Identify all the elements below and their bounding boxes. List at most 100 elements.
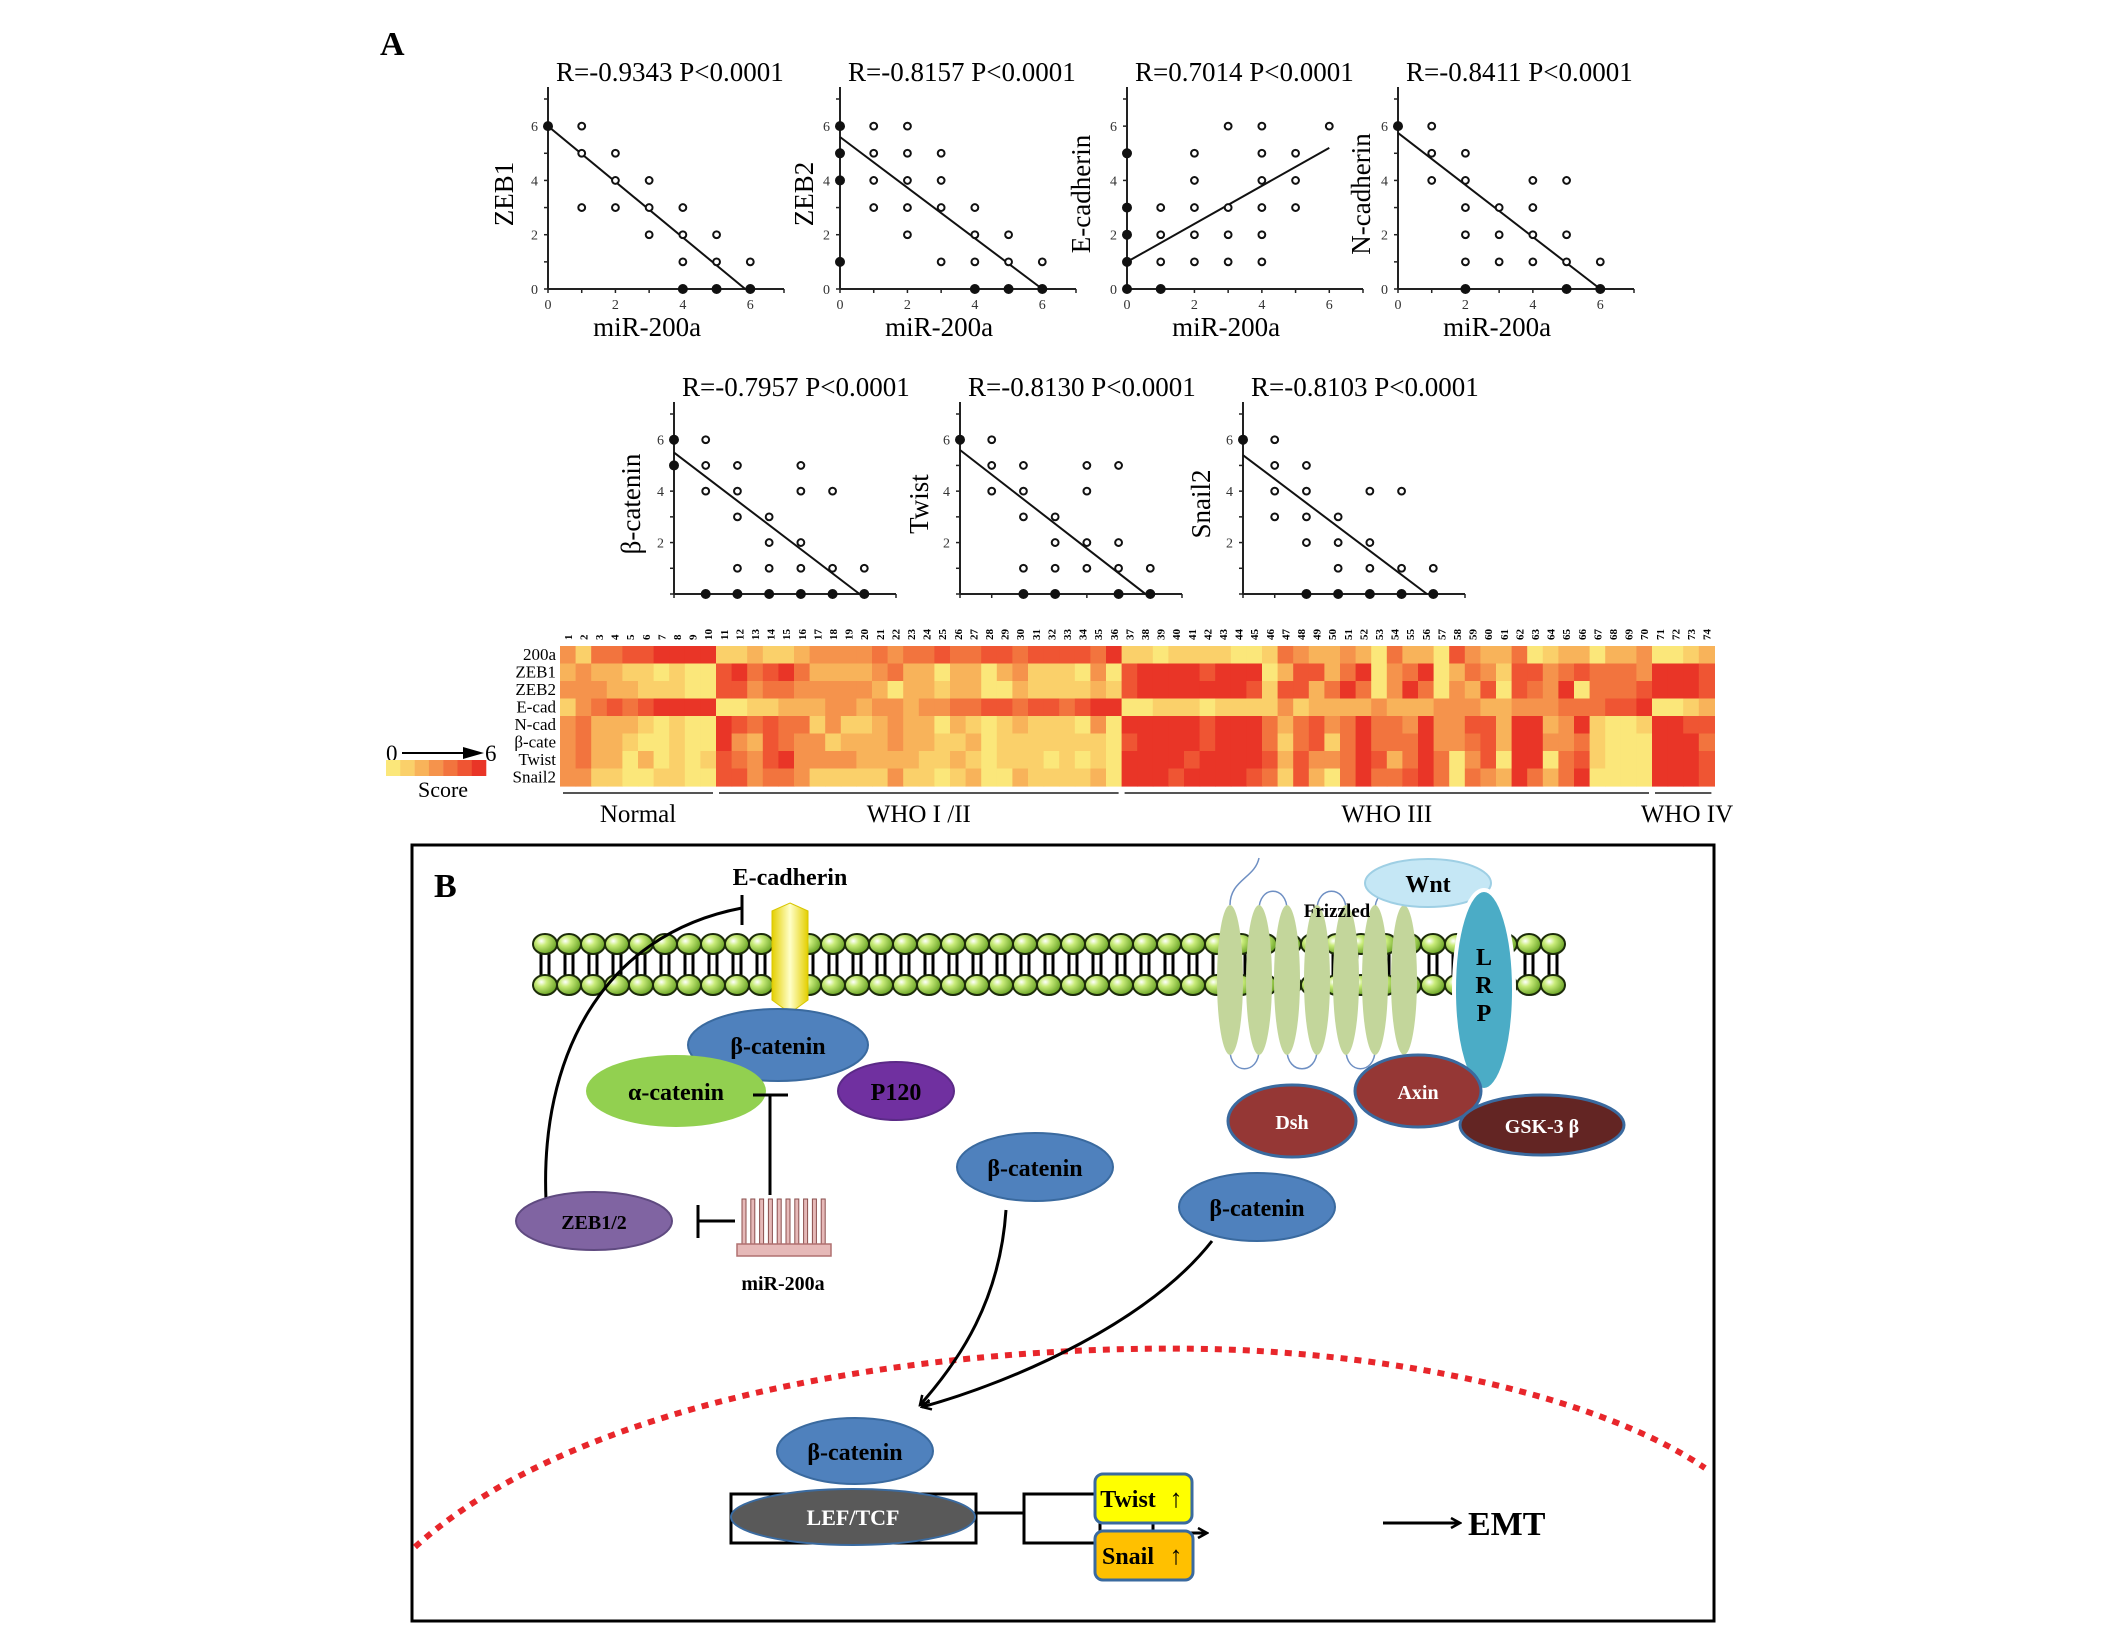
heatmap-column-label: 67 <box>1592 629 1604 641</box>
heatmap-cell <box>560 646 577 665</box>
data-point <box>1050 538 1060 547</box>
y-tick-label: 6 <box>1381 120 1388 135</box>
heatmap-cell <box>1433 646 1450 665</box>
lipid-head <box>1516 933 1542 955</box>
lipid-head <box>916 974 942 996</box>
heatmap-cell <box>1511 663 1528 682</box>
snail-label: Snail <box>1102 1544 1154 1570</box>
heatmap-cell <box>1371 768 1388 787</box>
heatmap-cell <box>591 733 608 752</box>
data-point <box>1037 284 1048 294</box>
heatmap-cell <box>1667 768 1684 787</box>
heatmap-cell <box>591 681 608 700</box>
lipid-head <box>652 974 678 996</box>
heatmap-cell <box>872 768 889 787</box>
data-point <box>796 538 806 547</box>
heatmap-cell <box>1230 698 1247 717</box>
heatmap-cell <box>1215 716 1232 735</box>
heatmap-column-label: 38 <box>1140 629 1152 641</box>
heatmap-cell <box>1184 698 1201 717</box>
heatmap-cell <box>653 768 670 787</box>
data-point <box>1257 121 1267 131</box>
heatmap-column-label: 45 <box>1249 629 1261 641</box>
heatmap-cell <box>840 768 857 787</box>
beta-catenin-cytoplasm-label-1: β-catenin <box>987 1156 1082 1182</box>
y-tick-label: 4 <box>531 174 538 189</box>
heatmap-cell <box>1589 698 1606 717</box>
y-axis-label: Twist <box>904 474 934 534</box>
heatmap-column-label: 70 <box>1639 629 1651 641</box>
data-point <box>1223 121 1233 131</box>
data-point <box>678 257 688 267</box>
heatmap-cell <box>1574 768 1591 787</box>
heatmap-cell <box>1074 663 1091 682</box>
data-point <box>828 486 837 496</box>
lipid-head <box>1132 974 1158 996</box>
heatmap-cell <box>560 768 577 787</box>
heatmap-cell <box>1558 768 1575 787</box>
heatmap-cell <box>965 751 982 770</box>
heatmap-cell <box>1246 733 1263 752</box>
heatmap-column-label: 37 <box>1124 629 1136 641</box>
heatmap-cell <box>1043 698 1060 717</box>
heatmap-column-label: 65 <box>1561 629 1573 641</box>
heatmap-cell <box>591 663 608 682</box>
data-point <box>1494 230 1504 240</box>
data-point <box>835 148 845 159</box>
legend-swatch <box>400 760 415 776</box>
heatmap-cell <box>1308 768 1325 787</box>
data-point <box>970 230 980 240</box>
x-axis-label: miR-200a <box>593 312 701 342</box>
heatmap-cell <box>1184 663 1201 682</box>
heatmap-cell <box>1230 646 1247 665</box>
lipid-head <box>1012 974 1038 996</box>
heatmap-cell <box>1683 646 1700 665</box>
heatmap-cell <box>731 716 748 735</box>
heatmap-column-label: 15 <box>781 629 793 641</box>
data-point <box>970 257 980 267</box>
lipid-head <box>1060 933 1086 955</box>
heatmap-cell <box>1043 733 1060 752</box>
heatmap-cell <box>950 733 967 752</box>
lef-tcf-node <box>730 1488 976 1546</box>
heatmap-column-label: 72 <box>1670 629 1682 641</box>
heatmap-cell <box>1293 768 1310 787</box>
heatmap-row-label: ZEB2 <box>515 680 556 699</box>
lipid-head <box>1180 933 1206 955</box>
heatmap-cell <box>1106 681 1123 700</box>
heatmap-cell <box>1698 768 1715 787</box>
heatmap-cell <box>903 698 920 717</box>
heatmap-cell <box>1620 733 1637 752</box>
heatmap-cell <box>1059 716 1076 735</box>
heatmap-cell <box>1308 663 1325 682</box>
heatmap-column-label: 28 <box>984 629 996 641</box>
legend-title: Score <box>418 777 468 802</box>
heatmap-cell <box>950 698 967 717</box>
correlation-annotation: R=-0.8157 P<0.0001 <box>848 57 1076 87</box>
transmembrane-helix <box>1246 905 1272 1055</box>
heatmap-cell <box>950 751 967 770</box>
transmembrane-helix <box>1333 905 1359 1055</box>
heatmap-cell <box>1168 681 1185 700</box>
heatmap-cell <box>1090 646 1107 665</box>
y-tick-label: 6 <box>823 120 830 135</box>
heatmap-cell <box>731 733 748 752</box>
heatmap-cell <box>1308 733 1325 752</box>
heatmap-cell <box>1012 716 1029 735</box>
x-tick-label: 6 <box>1597 298 1604 313</box>
heatmap-cell <box>1121 716 1138 735</box>
heatmap-cell <box>1262 646 1279 665</box>
heatmap-cell <box>1386 733 1403 752</box>
zeb-inhibits-ecadherin-line <box>544 906 743 1201</box>
heatmap-column-label: 58 <box>1452 629 1464 641</box>
heatmap-cell <box>809 768 826 787</box>
data-point <box>1333 589 1344 599</box>
data-point <box>1333 512 1343 522</box>
heatmap-cell <box>1355 751 1372 770</box>
lrp-label-p: P <box>1477 1001 1492 1027</box>
heatmap-cell <box>669 716 686 735</box>
heatmap-cell <box>1215 768 1232 787</box>
heatmap-cell <box>1652 646 1669 665</box>
heatmap-cell <box>575 716 592 735</box>
